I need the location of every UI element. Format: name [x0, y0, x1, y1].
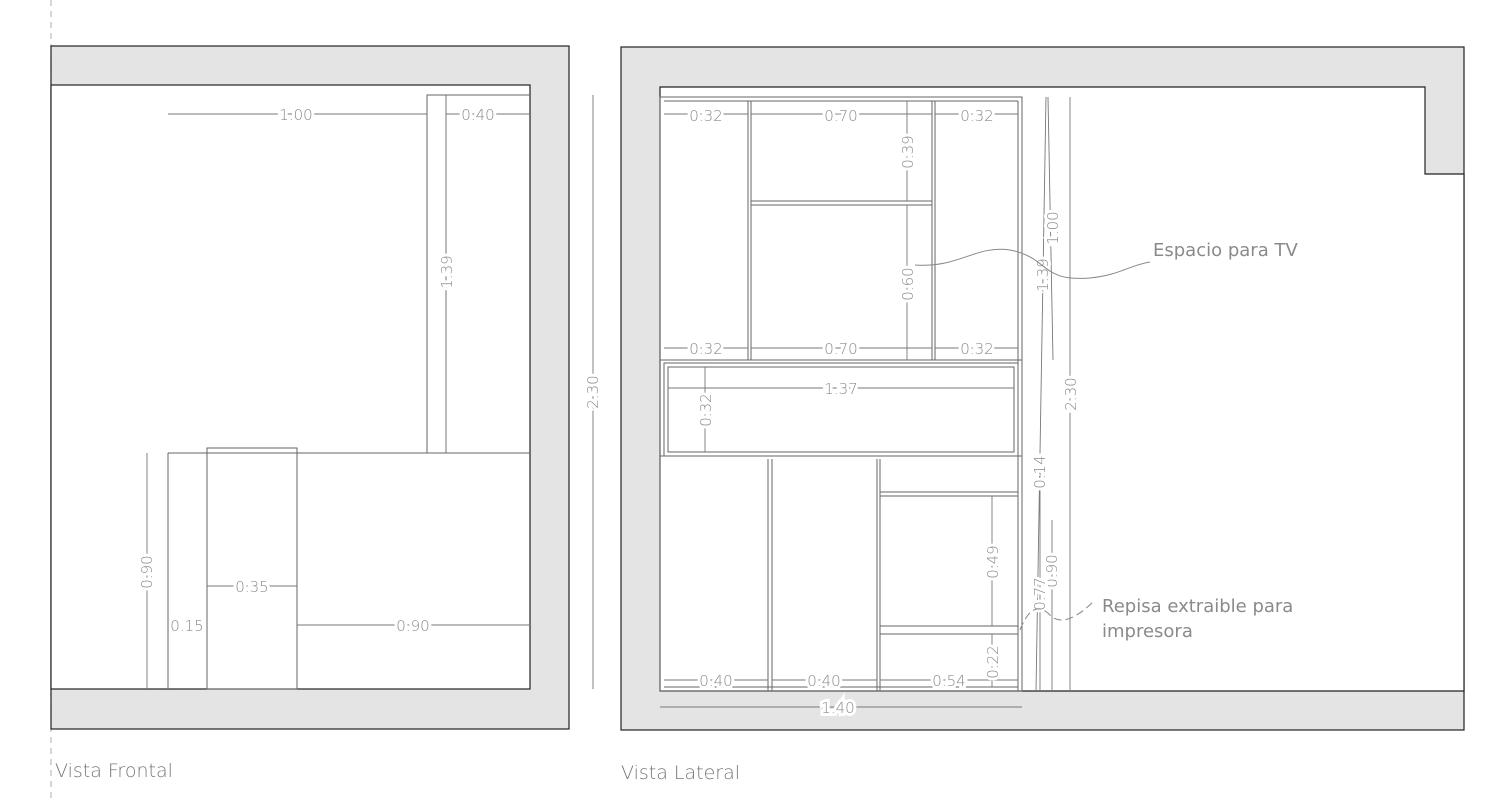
side-dim-shelf: 0.77 — [1031, 577, 1049, 610]
side-dim-drawer-height: 0.32 — [697, 393, 715, 426]
caption-side-view: Vista Lateral — [621, 762, 740, 784]
side-dim-tv-height: 0.60 — [899, 267, 917, 300]
side-dim-mid-right: 0.32 — [960, 340, 993, 358]
side-dim-upper2: 1.39 — [1034, 258, 1052, 291]
side-dim-top-right: 0.32 — [960, 107, 993, 125]
note-printer-line2: impresora — [1102, 621, 1193, 642]
side-dim-bottom-mid: 0.40 — [807, 672, 840, 690]
side-dim-lower: 0.90 — [1043, 554, 1061, 587]
front-dim-desk-width: 0.90 — [396, 617, 429, 635]
note-printer-line1: Repisa extraible para — [1102, 596, 1293, 617]
side-dim-total-height: 2.30 — [1062, 377, 1080, 410]
side-dim-drawer-width: 1.37 — [824, 380, 857, 398]
side-dim-upper-shelf: 0.39 — [899, 135, 917, 168]
side-dim-upper: 1.00 — [1044, 211, 1062, 244]
upper-shelf — [750, 200, 933, 206]
side-dim-printer-shelf: 0.49 — [984, 545, 1002, 578]
side-view: 0.32 0.70 0.32 0.39 0.60 0.32 0.70 0.32 … — [620, 46, 1465, 731]
side-dim-total-width: 1.40 — [821, 699, 854, 717]
note-tv-space: Espacio para TV — [1153, 240, 1298, 261]
side-dim-base-height: 0.22 — [984, 645, 1002, 678]
dim-total-height: 2.30 — [584, 375, 602, 408]
side-dim-mid-mid: 0.70 — [824, 340, 857, 358]
printer-top-shelf — [879, 491, 1019, 497]
printer-leader-line — [1019, 599, 1096, 631]
side-dim-mid-left: 0.32 — [689, 340, 722, 358]
side-dim-bottom-right: 0.54 — [932, 672, 965, 690]
side-dim-top-mid: 0.70 — [824, 107, 857, 125]
cabinet-outer — [659, 96, 1023, 692]
front-dim-column-height: 1.39 — [438, 255, 456, 288]
side-dim-top-left: 0.32 — [689, 107, 722, 125]
side-dim-bottom-left: 0.40 — [699, 672, 732, 690]
caption-front-view: Vista Frontal — [55, 760, 173, 782]
tv-leader-line — [914, 248, 1151, 279]
printer-shelf — [879, 625, 1019, 635]
front-room-inner — [50, 84, 531, 690]
front-dim-top-width: 1.00 — [279, 106, 312, 124]
front-dim-leg-gap: 0.15 — [170, 617, 203, 635]
front-dim-desk-height: 0.90 — [138, 555, 156, 588]
front-dim-top-right: 0.40 — [461, 106, 494, 124]
front-dim-leg-width: 0.35 — [235, 578, 268, 596]
side-dim-gap: 0.14 — [1031, 455, 1049, 488]
front-leg-block — [206, 447, 298, 690]
front-view: 1.00 0.40 1.39 0.90 0.15 0.35 0.90 — [50, 45, 570, 730]
